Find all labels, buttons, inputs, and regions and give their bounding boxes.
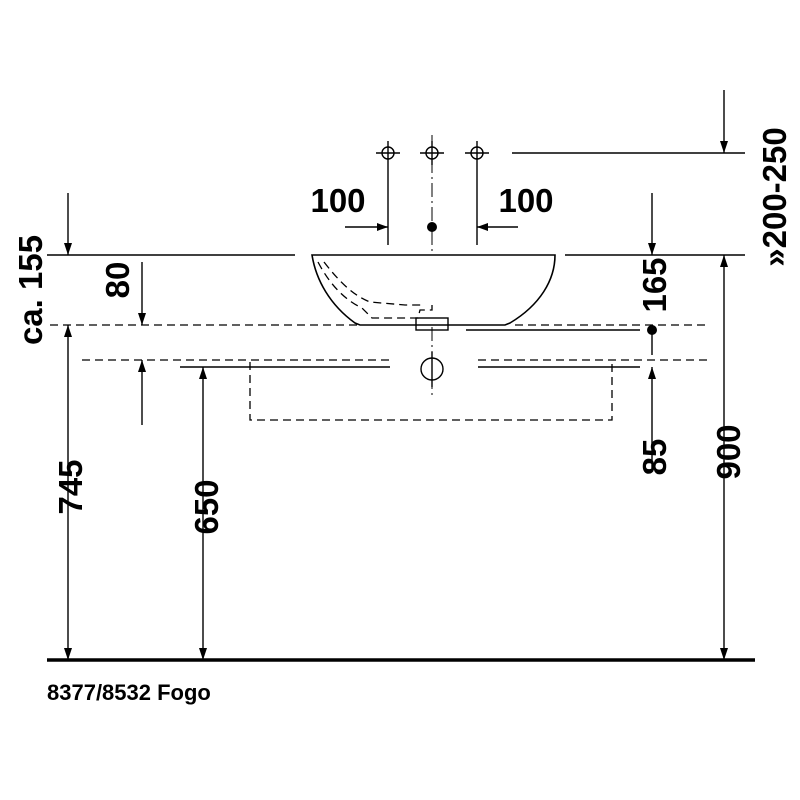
vessel-basin: [311, 254, 556, 331]
dim-label-counter-thickness: 85: [636, 439, 673, 476]
tap-center-mark: [427, 222, 437, 232]
dim-label-tap-spacing-left: 100: [310, 182, 365, 219]
dim-label-counter-height-inner: 650: [188, 479, 225, 534]
tap-symbol-center: [420, 141, 444, 165]
dim-label-inner-depth: 80: [99, 262, 136, 299]
dim-label-total-height: 900: [710, 424, 747, 479]
dim-label-counter-height-left: 745: [52, 459, 89, 514]
dim-label-tap-height: »200-250: [756, 127, 793, 266]
dim-label-drain-height: 165: [636, 257, 673, 312]
tap-symbol-right: [465, 141, 489, 165]
cabinet-outline: [249, 362, 613, 421]
tap-symbol-left: [376, 141, 400, 165]
dim-label-tap-spacing-right: 100: [498, 182, 553, 219]
product-caption: 8377/8532 Fogo: [47, 680, 211, 705]
dim-label-basin-height: ca. 155: [12, 235, 49, 345]
